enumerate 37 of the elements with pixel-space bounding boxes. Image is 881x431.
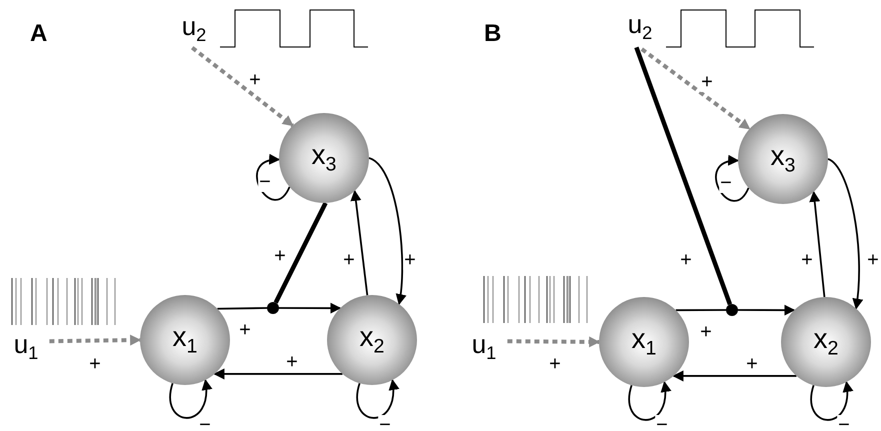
edge-label: − <box>258 172 272 192</box>
self-loop-arrow <box>715 156 750 202</box>
arrow <box>350 190 368 296</box>
sphere-node: x$_{2}$ <box>327 295 417 385</box>
sphere-node: x$_{1}$ <box>599 297 689 387</box>
junction-dot <box>267 302 279 314</box>
input-label: u$_{2}$ <box>176 12 212 46</box>
dashed-arrow <box>640 48 751 130</box>
arrow <box>672 370 796 382</box>
connector-line <box>217 307 268 310</box>
input-label: u$_{2}$ <box>622 10 658 44</box>
thick-line <box>274 202 328 304</box>
sphere-node: x$_{3}$ <box>738 114 828 204</box>
arrow <box>213 368 342 380</box>
self-loop-arrow <box>628 381 671 421</box>
sphere-node: x$_{2}$ <box>781 297 871 387</box>
sphere-node: x$_{1}$ <box>140 295 230 385</box>
arrow <box>368 157 406 306</box>
dashed-arrow <box>49 334 142 346</box>
panel-label: A <box>30 22 48 46</box>
dashed-arrow <box>507 336 600 348</box>
input-label: u$_{1}$ <box>8 330 44 364</box>
connector-line <box>676 309 726 312</box>
arrow <box>738 304 796 316</box>
arrow <box>828 158 863 310</box>
self-loop-arrow <box>256 155 290 201</box>
input-label: u$_{1}$ <box>466 330 502 364</box>
sphere-node: x$_{3}$ <box>279 113 369 203</box>
junction-dot <box>726 304 738 316</box>
panel-label: B <box>484 22 502 46</box>
arrow <box>809 190 826 298</box>
thick-line <box>634 46 732 306</box>
arrow <box>279 302 342 314</box>
dashed-arrow <box>190 46 294 128</box>
self-loop-arrow <box>810 381 853 421</box>
self-loop-arrow <box>169 379 212 419</box>
self-loop-arrow <box>356 379 399 419</box>
